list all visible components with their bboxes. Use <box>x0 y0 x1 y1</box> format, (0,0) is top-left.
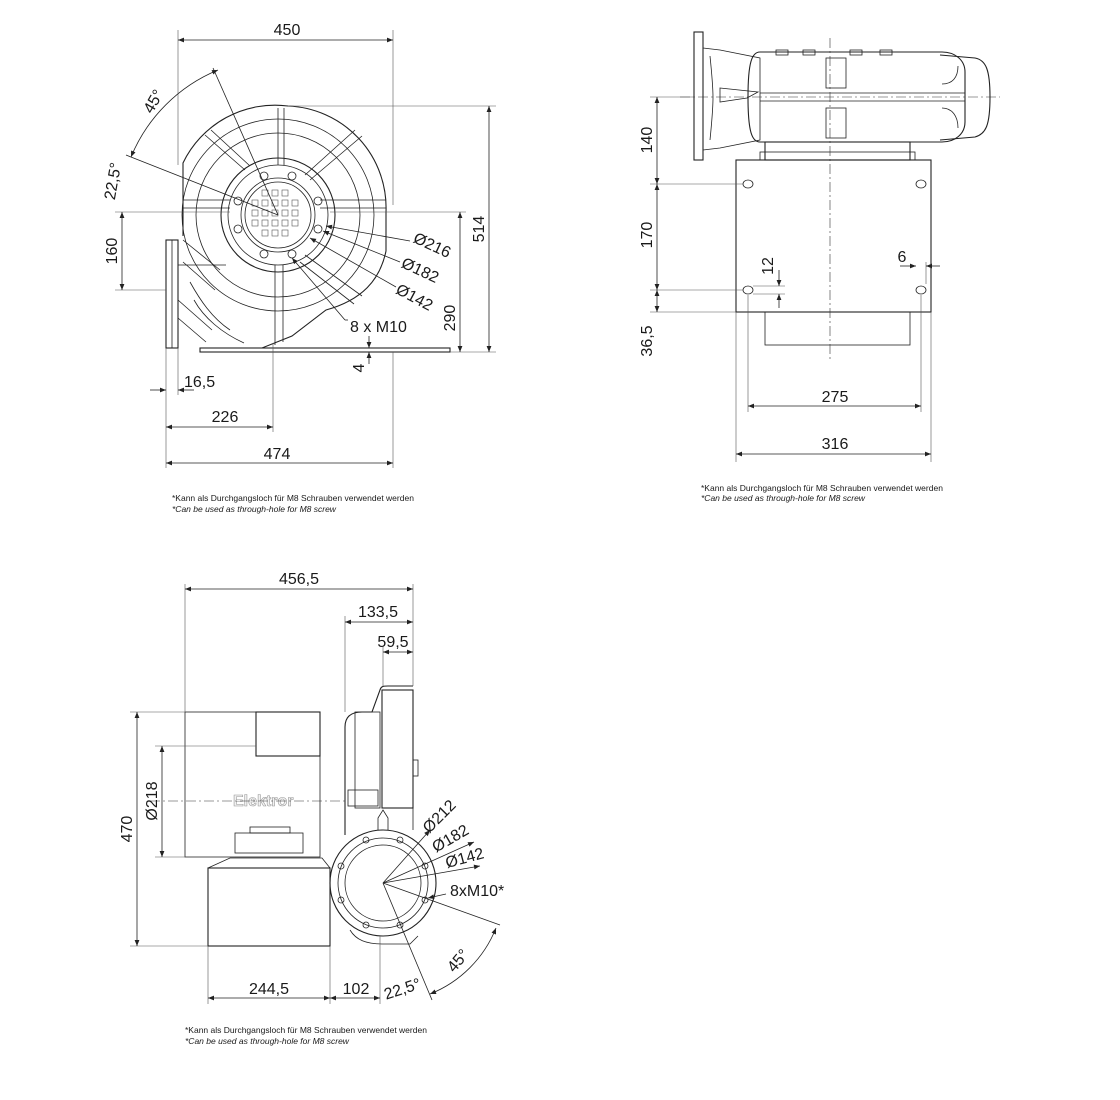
front-angle-45: 45° <box>141 87 168 116</box>
side-hole-12: 12 <box>760 257 777 275</box>
top-angle-22-5: 22,5° <box>382 976 423 1004</box>
top-brand-watermark: Elektror <box>233 793 293 810</box>
side-width-275: 275 <box>822 389 849 406</box>
top-width-456-5: 456,5 <box>279 571 319 588</box>
side-edge-6: 6 <box>898 249 907 266</box>
front-dia-216: Ø216 <box>411 230 454 262</box>
front-flange-16-5: 16,5 <box>184 374 215 391</box>
front-bolts: 8 x M10 <box>350 319 407 336</box>
front-dia-182: Ø182 <box>399 255 442 287</box>
front-view-inlet-grid <box>251 189 299 237</box>
top-view-bolt-holes <box>337 836 429 929</box>
top-height-470: 470 <box>119 816 136 843</box>
side-height-170: 170 <box>639 222 656 249</box>
side-note-de: *Kann als Durchgangsloch für M8 Schraube… <box>701 483 943 493</box>
side-width-316: 316 <box>822 436 849 453</box>
top-note-de: *Kann als Durchgangsloch für M8 Schraube… <box>185 1025 427 1035</box>
top-bolts: 8xM10* <box>450 883 504 900</box>
front-width-226: 226 <box>212 409 239 426</box>
front-view-housing <box>165 104 451 353</box>
front-dia-142: Ø142 <box>393 281 436 314</box>
front-width-474: 474 <box>264 446 291 463</box>
front-view: 450 45° 22,5° 160 514 290 Ø216 Ø182 Ø142… <box>102 22 496 514</box>
top-dia-142: Ø142 <box>444 845 486 872</box>
side-note-en: *Can be used as through-hole for M8 scre… <box>701 493 866 503</box>
front-angle-22-5: 22,5° <box>102 161 125 201</box>
front-height-514: 514 <box>471 216 488 243</box>
top-view: Elektror <box>119 571 504 1046</box>
top-dia-218: Ø218 <box>144 781 161 820</box>
front-base-4: 4 <box>351 363 368 372</box>
top-angle-45: 45° <box>444 946 473 975</box>
top-width-244-5: 244,5 <box>249 981 289 998</box>
front-width-450: 450 <box>274 22 301 39</box>
top-note-en: *Can be used as through-hole for M8 scre… <box>185 1036 350 1046</box>
top-width-133-5: 133,5 <box>358 604 398 621</box>
front-height-290: 290 <box>442 305 459 332</box>
side-base-36-5: 36,5 <box>639 325 656 356</box>
front-height-160: 160 <box>104 238 121 265</box>
front-note-en: *Can be used as through-hole for M8 scre… <box>172 504 337 514</box>
front-view-bolt-holes <box>233 171 323 259</box>
top-width-59-5: 59,5 <box>377 634 408 651</box>
side-view: 140 170 36,5 12 6 275 316 *Kann als Durc… <box>639 31 1000 503</box>
side-height-140: 140 <box>639 127 656 154</box>
front-note-de: *Kann als Durchgangsloch für M8 Schraube… <box>172 493 414 503</box>
top-width-102: 102 <box>343 981 370 998</box>
